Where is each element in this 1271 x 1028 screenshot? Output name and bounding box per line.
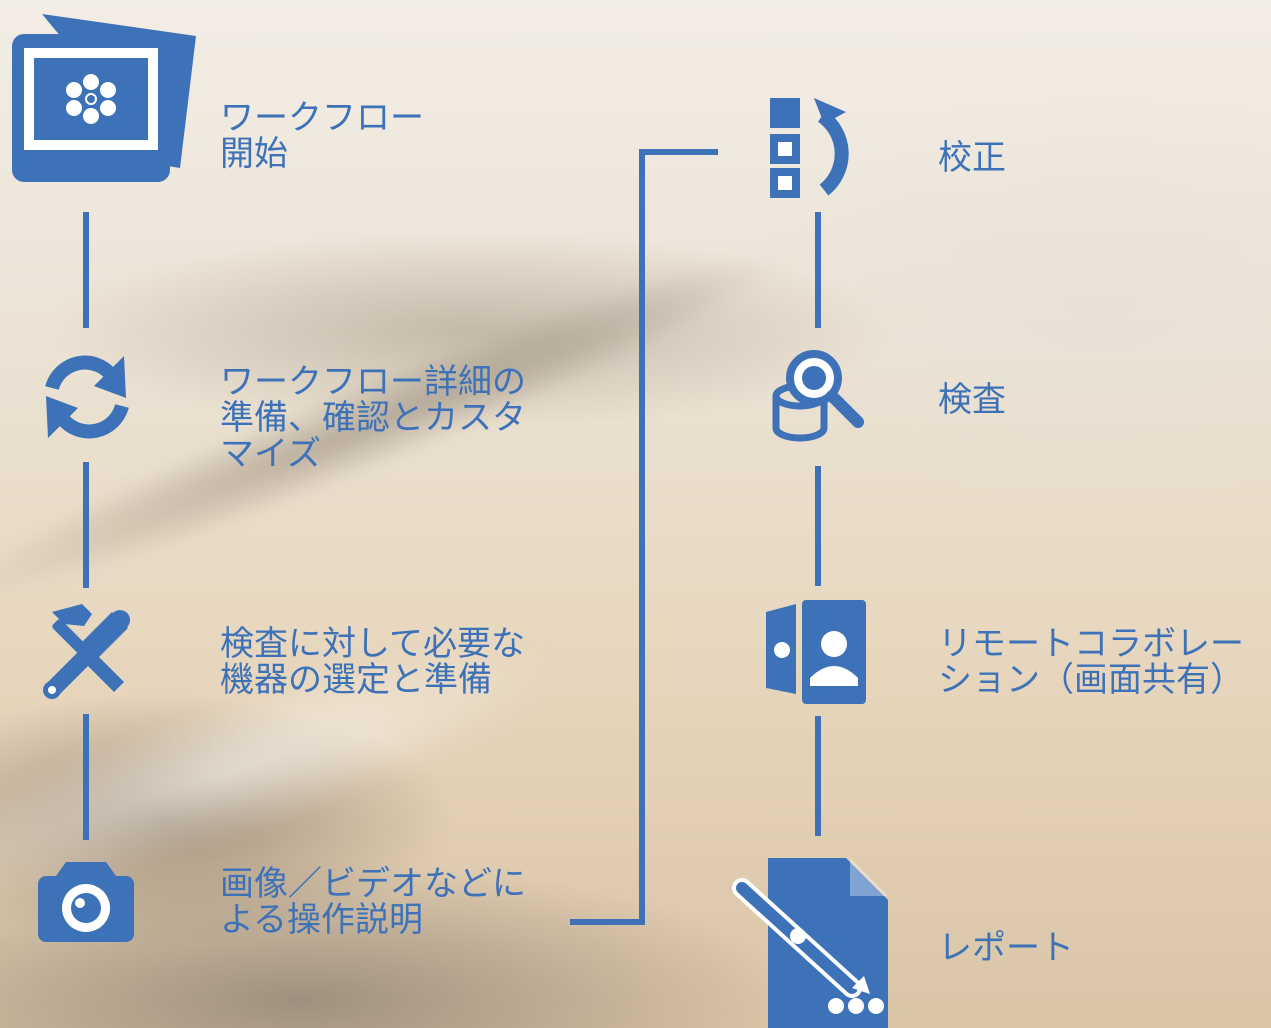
- remote-collaboration-icon: [766, 600, 866, 704]
- step-label-equipment: 検査に対して必要な 機器の選定と準備: [220, 624, 525, 700]
- step-label-report: レポート: [938, 928, 1074, 968]
- tools-icon: [43, 604, 130, 699]
- step-label-workflow-prepare: ワークフロー詳細の 準備、確認とカスタ マイズ: [220, 362, 526, 474]
- inspection-icon: [772, 350, 864, 442]
- step-label-remote-collaboration: リモートコラボレー ション（画面共有）: [938, 624, 1244, 700]
- connector-lines: [83, 149, 821, 925]
- step-label-workflow-start: ワークフロー 開始: [220, 98, 424, 174]
- workflow-start-icon: [12, 14, 196, 182]
- step-label-calibration: 校正: [938, 138, 1006, 178]
- connector-left-to-right: [570, 149, 718, 925]
- refresh-icon: [45, 355, 129, 439]
- step-label-instructions: 画像／ビデオなどに よる操作説明: [220, 864, 526, 940]
- step-label-inspection: 検査: [938, 380, 1006, 420]
- report-icon: [732, 858, 888, 1028]
